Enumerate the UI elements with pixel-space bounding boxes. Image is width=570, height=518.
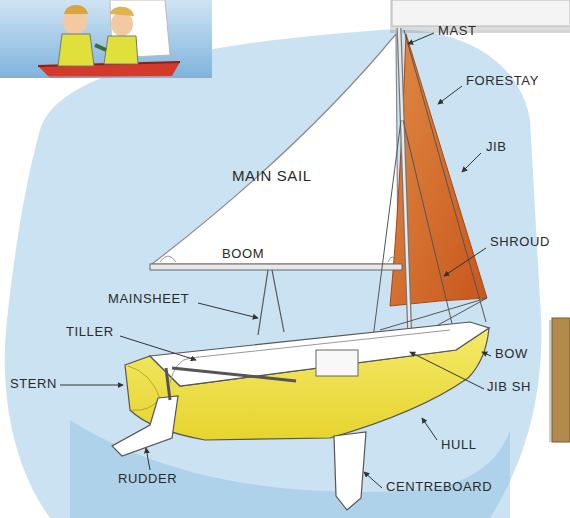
deck-shape xyxy=(150,322,489,386)
inset-picture xyxy=(390,0,570,33)
part-label: JIB xyxy=(486,140,507,154)
shroud-wire xyxy=(372,120,401,346)
rudder-blade xyxy=(112,396,178,456)
part-label: SHROUD xyxy=(490,235,550,249)
part-label: BOOM xyxy=(222,247,264,261)
tiller-arm xyxy=(172,368,296,381)
part-label: RUDDER xyxy=(118,472,177,486)
part-label: HULL xyxy=(441,438,477,452)
water-wash xyxy=(5,30,542,518)
part-label: FORESTAY xyxy=(466,74,539,88)
part-label: CENTREBOARD xyxy=(386,480,492,494)
part-label: TILLER xyxy=(66,325,114,339)
thwart-seat xyxy=(316,350,358,376)
shroud-wire xyxy=(403,120,455,336)
main-sail xyxy=(152,34,398,264)
centreboard-fin xyxy=(334,432,366,510)
inset-picture xyxy=(549,318,570,442)
mainsheet-rope xyxy=(258,270,284,335)
part-label: MAINSHEET xyxy=(108,292,189,306)
part-label: JIB SH xyxy=(487,380,531,394)
part-label: MAIN SAIL xyxy=(232,168,312,185)
part-label: MAST xyxy=(438,24,477,38)
boom-spar xyxy=(150,264,402,270)
part-label: BOW xyxy=(495,347,528,361)
mast-spar xyxy=(399,28,410,342)
leader-line xyxy=(60,33,491,488)
inset-picture xyxy=(0,0,212,78)
part-label: STERN xyxy=(10,377,57,391)
